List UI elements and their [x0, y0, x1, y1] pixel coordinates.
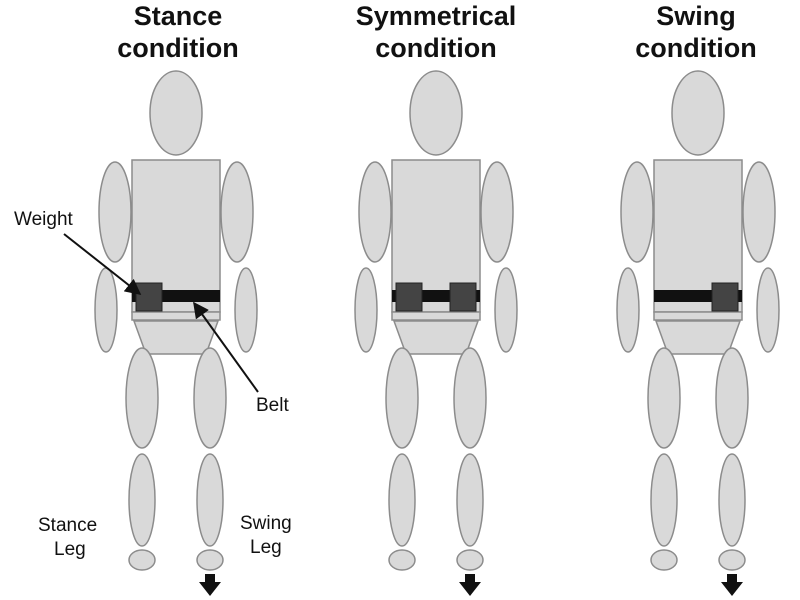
title-line: Stance [133, 1, 223, 31]
right-thigh [453, 347, 487, 449]
title-line: condition [635, 33, 757, 63]
waist-band [653, 311, 743, 321]
figure-symmetrical [354, 70, 518, 596]
figure-swing [616, 70, 780, 596]
waist-band [391, 311, 481, 321]
stance-leg-label-line2: Leg [54, 539, 86, 560]
figure-stance [94, 70, 258, 596]
left-weight [135, 282, 163, 312]
left-upper-arm [620, 161, 654, 263]
right-foot [456, 549, 484, 571]
left-shin [128, 453, 156, 547]
left-weight [395, 282, 423, 312]
left-forearm [616, 267, 640, 353]
head [671, 70, 725, 156]
title-symmetrical-condition: Symmetrical condition [306, 0, 566, 64]
left-upper-arm [358, 161, 392, 263]
weight-pointer-arrow [63, 233, 142, 295]
left-shin [388, 453, 416, 547]
right-weight [449, 282, 477, 312]
left-foot [388, 549, 416, 571]
head [409, 70, 463, 156]
right-thigh [193, 347, 227, 449]
right-foot [196, 549, 224, 571]
title-stance-condition: Stance condition [48, 0, 308, 64]
left-thigh [125, 347, 159, 449]
title-line: condition [117, 33, 239, 63]
right-forearm [494, 267, 518, 353]
title-line: Symmetrical [355, 1, 517, 31]
swing-leg-label: Swing Leg [240, 512, 292, 560]
title-line: condition [375, 33, 497, 63]
right-forearm [756, 267, 780, 353]
left-shin [650, 453, 678, 547]
down-arrow-icon [459, 574, 481, 596]
left-forearm [354, 267, 378, 353]
right-thigh [715, 347, 749, 449]
right-upper-arm [220, 161, 254, 263]
swing-leg-label-line1: Swing [240, 513, 292, 534]
right-shin [196, 453, 224, 547]
right-upper-arm [742, 161, 776, 263]
left-thigh [647, 347, 681, 449]
right-shin [718, 453, 746, 547]
right-upper-arm [480, 161, 514, 263]
right-forearm [234, 267, 258, 353]
title-line: Swing [656, 1, 736, 31]
stance-leg-label-line1: Stance [38, 515, 98, 536]
right-shin [456, 453, 484, 547]
down-arrow-icon [199, 574, 221, 596]
belt-label: Belt [256, 395, 289, 416]
right-foot [718, 549, 746, 571]
title-swing-condition: Swing condition [566, 0, 800, 64]
left-upper-arm [98, 161, 132, 263]
swing-leg-label-line2: Leg [250, 537, 282, 558]
head [149, 70, 203, 156]
left-forearm [94, 267, 118, 353]
left-foot [128, 549, 156, 571]
left-foot [650, 549, 678, 571]
weight-label: Weight [14, 209, 73, 230]
left-thigh [385, 347, 419, 449]
stance-leg-label: Stance Leg [38, 514, 97, 562]
down-arrow-icon [721, 574, 743, 596]
waist-band [131, 311, 221, 321]
right-weight [711, 282, 739, 312]
belt-pointer-arrow [193, 301, 259, 393]
